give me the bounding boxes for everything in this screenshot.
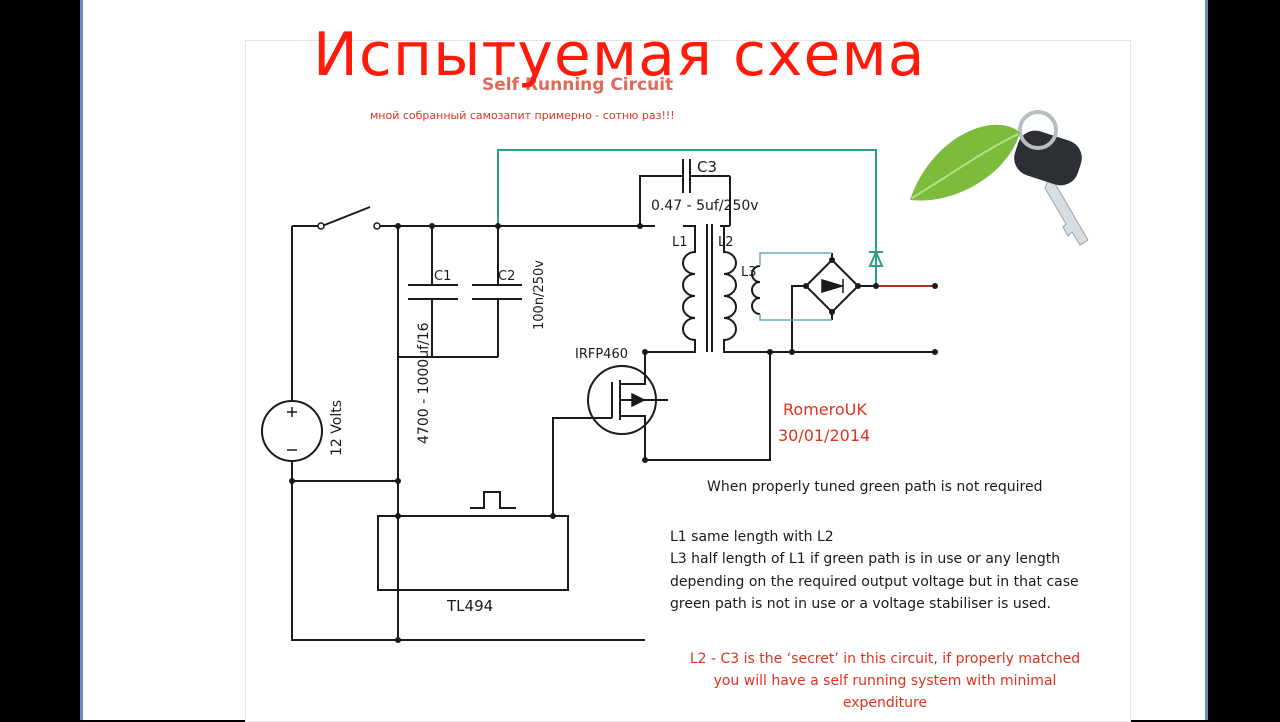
key-blade <box>1044 173 1089 246</box>
diagram-heading: Self Running Circuit <box>482 75 673 95</box>
green-diode <box>868 249 884 267</box>
switch-contact <box>317 222 325 230</box>
note-secret2: you will have a self running system with… <box>714 673 1057 689</box>
c1-plates <box>408 284 458 300</box>
leaf-key-illustration <box>910 110 1089 246</box>
pulse-symbol <box>470 491 516 509</box>
date: 30/01/2014 <box>778 426 870 445</box>
label-l3: L3 <box>741 265 757 280</box>
wire-left-rail <box>291 226 645 641</box>
l3-leads <box>759 252 832 321</box>
junction-dot <box>829 309 835 315</box>
slide-title: Испытуемая схема <box>313 20 926 90</box>
note-line2: L3 half length of L1 if green path is in… <box>670 551 1060 567</box>
junction-dot <box>395 478 401 484</box>
junction-dot <box>495 223 501 229</box>
l3-coil <box>751 265 761 315</box>
junction-dot <box>289 478 295 484</box>
bridge-diode <box>821 278 845 294</box>
mosfet-arrow-head <box>631 392 646 408</box>
bridge-wires <box>791 253 875 352</box>
mosfet-gate <box>590 352 771 461</box>
note-secret1: L2 - C3 is the ‘secret’ in this circuit,… <box>690 651 1080 667</box>
junction-dot <box>637 223 643 229</box>
key-ring <box>1018 110 1058 150</box>
wire-tl494 <box>397 417 590 640</box>
battery-plus <box>287 407 297 417</box>
author: RomeroUK <box>783 400 867 419</box>
label-l2: L2 <box>718 235 734 250</box>
label-ic: TL494 <box>446 597 493 615</box>
leaf-vein <box>911 133 1019 199</box>
junction-dot <box>873 283 879 289</box>
junction-dot <box>789 349 795 355</box>
label-c1-value: 4700 - 1000uf/16 <box>416 322 432 444</box>
label-l1: L1 <box>672 235 688 250</box>
label-c2-value: 100n/250v <box>532 260 547 330</box>
junction-dot <box>803 283 809 289</box>
junction-dot <box>550 513 556 519</box>
note-line1: L1 same length with L2 <box>670 529 834 545</box>
junction-dot <box>395 513 401 519</box>
junction-dot <box>855 283 861 289</box>
diagram-subheading: мной собранный самозапит примерно - сотн… <box>370 109 675 122</box>
c3-wires <box>639 159 731 227</box>
label-c3: C3 <box>697 158 717 176</box>
note-line3: depending on the required output voltage… <box>670 574 1079 590</box>
label-c1: C1 <box>434 269 451 284</box>
key-head <box>1014 130 1082 186</box>
junction-dot <box>642 349 648 355</box>
battery-symbol <box>261 400 323 462</box>
label-c2: C2 <box>498 269 515 284</box>
junction-dot <box>395 637 401 643</box>
l1-coil <box>645 225 696 353</box>
transformer-core <box>706 224 713 352</box>
note-tuned: When properly tuned green path is not re… <box>707 479 1042 495</box>
label-mosfet: IRFP460 <box>575 347 628 362</box>
c2-plates <box>472 284 522 300</box>
switch-contact <box>373 222 381 230</box>
terminal-dot <box>932 349 938 355</box>
terminal-dot <box>932 283 938 289</box>
switch-lever <box>321 206 371 227</box>
l2-coil <box>720 225 935 353</box>
label-battery: 12 Volts <box>329 400 345 456</box>
tl494-box <box>377 515 569 591</box>
junction-dot <box>395 223 401 229</box>
wire-c1 <box>397 226 498 622</box>
junction-dot <box>429 223 435 229</box>
note-line4: green path is not in use or a voltage st… <box>670 596 1051 612</box>
note-secret3: expenditure <box>843 695 927 711</box>
label-c3-value: 0.47 - 5uf/250v <box>651 198 759 214</box>
junction-dot <box>829 257 835 263</box>
green-path <box>497 149 877 286</box>
junction-dot <box>642 457 648 463</box>
junction-dot <box>767 349 773 355</box>
